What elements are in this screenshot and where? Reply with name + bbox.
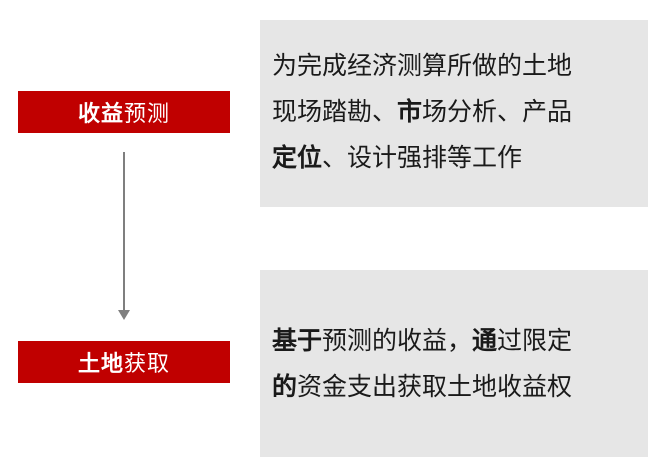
step-label-revenue-forecast: 收益预测 — [18, 91, 230, 133]
text-segment-bold: 通 — [472, 326, 498, 355]
step-label-rest: 获取 — [124, 352, 171, 377]
text-segment-bold: 的 — [272, 372, 298, 401]
text-segment: 为完成经济测算所做的土地 — [272, 51, 573, 80]
text-segment: 过限定 — [497, 326, 573, 355]
text-segment: 、设计强排等工作 — [322, 143, 523, 172]
step-label-bold: 土地 — [77, 352, 124, 377]
description-line: 为完成经济测算所做的土地 — [272, 43, 640, 89]
text-segment: 预测的收益， — [322, 326, 473, 355]
text-segment-bold: 定位 — [272, 143, 323, 172]
text-segment: 场分析、产品 — [422, 97, 573, 126]
description-line: 基于预测的收益，通过限定 — [272, 318, 640, 364]
arrow-down-icon — [118, 310, 130, 320]
description-panel-revenue-forecast: 为完成经济测算所做的土地 现场踏勘、市场分析、产品 定位、设计强排等工作 — [260, 20, 648, 207]
text-segment: 现场踏勘、 — [272, 97, 398, 126]
description-line: 的资金支出获取土地收益权 — [272, 364, 640, 410]
description-line: 定位、设计强排等工作 — [272, 135, 640, 181]
text-segment-bold: 基于 — [272, 326, 323, 355]
text-segment: 资金支出获取土地收益权 — [297, 372, 573, 401]
description-line: 现场踏勘、市场分析、产品 — [272, 89, 640, 135]
step-label-rest: 预测 — [124, 102, 171, 127]
step-label-land-acquisition: 土地获取 — [18, 341, 230, 383]
connector-line — [123, 152, 125, 312]
step-label-bold: 收益 — [77, 102, 124, 127]
text-segment-bold: 市 — [397, 97, 423, 126]
description-panel-land-acquisition: 基于预测的收益，通过限定 的资金支出获取土地收益权 — [260, 270, 648, 457]
